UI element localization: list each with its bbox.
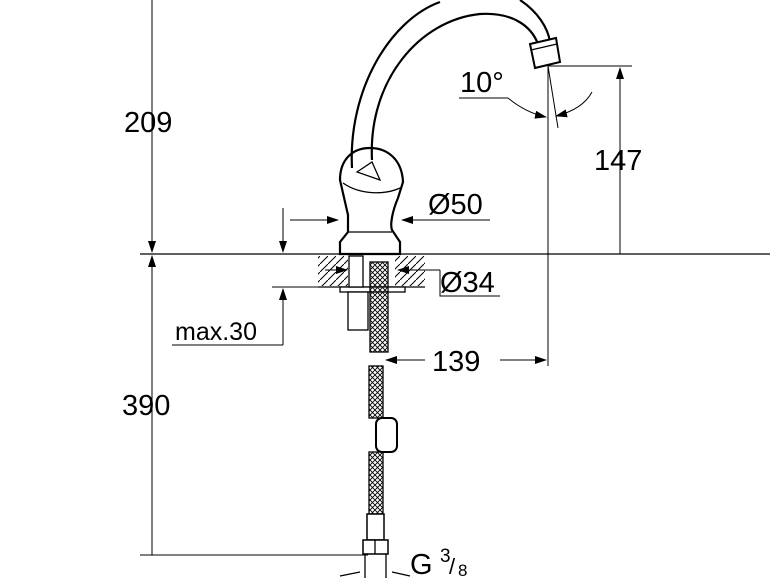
dim-147: 147 (594, 145, 642, 177)
dim-max-30: max.30 (175, 318, 257, 346)
dim-139: 139 (432, 346, 480, 378)
thread-spec-slash: / (449, 554, 456, 578)
supply-hose (339, 365, 411, 578)
counter-section (318, 255, 425, 353)
dim-angle-10: 10° (460, 67, 504, 99)
faucet-body (338, 146, 405, 256)
height-dimension-left (140, 0, 368, 556)
thread-spec-g: G (410, 549, 433, 578)
dim-diameter-34: Ø34 (440, 267, 495, 299)
dim-diameter-50: Ø50 (428, 189, 483, 221)
spout (350, 0, 562, 169)
dim-209: 209 (124, 107, 172, 139)
thread-spec-denominator: 8 (458, 561, 467, 578)
dim-390: 390 (122, 390, 170, 422)
thread-spec-numerator: 3 (440, 546, 451, 567)
